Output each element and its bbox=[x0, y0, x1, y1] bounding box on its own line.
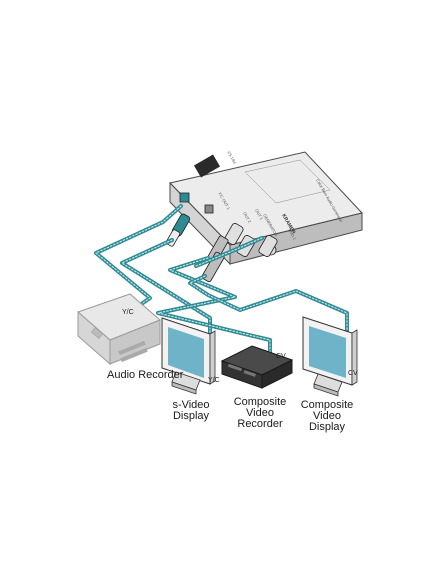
caption-audio-recorder: Audio Recorder bbox=[107, 369, 184, 381]
svideo-display-screen bbox=[168, 327, 204, 378]
label-cv-composite-recorder: CV bbox=[276, 353, 286, 360]
caption-composite-display-line2: Video bbox=[313, 410, 341, 422]
caption-svideo-display-line1: s-Video bbox=[172, 399, 209, 411]
yc-out-port bbox=[179, 192, 190, 203]
device-model: VS-10xl bbox=[226, 150, 237, 165]
caption-svideo-display-line2: Display bbox=[173, 410, 210, 422]
composite-video-display bbox=[302, 316, 358, 397]
composite-video-recorder bbox=[220, 345, 294, 389]
panel-label-out1: OUT 1 bbox=[254, 208, 265, 221]
caption-composite-recorder-line2: Video bbox=[246, 407, 274, 419]
caption-composite-recorder-line3: Recorder bbox=[237, 418, 283, 430]
label-yc-svideo-display: Y/C bbox=[208, 377, 220, 384]
label-yc-audio-recorder: Y/C bbox=[122, 309, 134, 316]
cables bbox=[94, 204, 349, 378]
svideo-display bbox=[161, 317, 216, 395]
caption-composite-display-line3: Display bbox=[309, 421, 346, 433]
panel-label-out2: OUT 2 bbox=[242, 211, 253, 224]
bnc-plug-3 bbox=[258, 235, 278, 257]
label-cv-composite-display: CV bbox=[348, 370, 358, 377]
caption-composite-display-line1: Composite bbox=[301, 399, 354, 411]
composite-display-screen bbox=[309, 326, 346, 378]
kramer-logo-block bbox=[193, 154, 221, 178]
dvd-port bbox=[204, 204, 214, 214]
caption-composite-recorder-line1: Composite bbox=[234, 396, 287, 408]
audio-recorder bbox=[77, 293, 161, 366]
panel-label-dvd: DVD 1 bbox=[287, 228, 298, 241]
